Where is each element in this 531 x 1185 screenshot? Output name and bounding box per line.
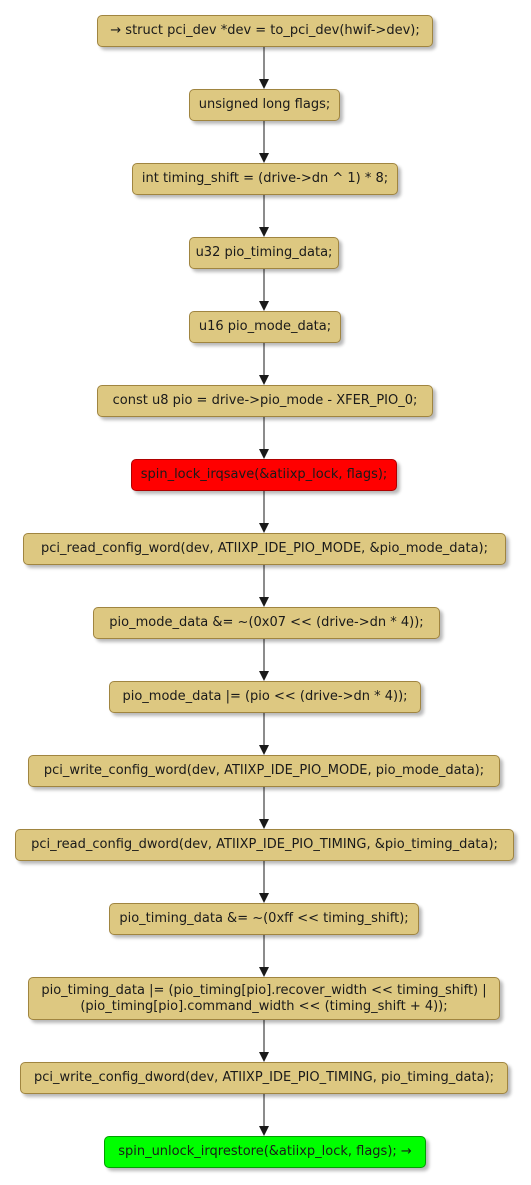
node-u32-pio-timing-data: u32 pio_timing_data;	[189, 237, 339, 269]
node-pci-read-config-dword: pci_read_config_dword(dev, ATIIXP_IDE_PI…	[15, 829, 514, 861]
node-pci-write-config-word: pci_write_config_word(dev, ATIIXP_IDE_PI…	[28, 755, 500, 787]
node-pio-mode-data-set: pio_mode_data |= (pio << (drive->dn * 4)…	[109, 681, 421, 713]
node-pio-mode-data-clear: pio_mode_data &= ~(0x07 << (drive->dn * …	[93, 607, 440, 639]
node-pio-timing-data-clear: pio_timing_data &= ~(0xff << timing_shif…	[109, 903, 419, 935]
node-const-u8-pio: const u8 pio = drive->pio_mode - XFER_PI…	[97, 385, 433, 417]
node-int-timing-shift: int timing_shift = (drive->dn ^ 1) * 8;	[132, 163, 398, 195]
node-struct-pci-dev: → struct pci_dev *dev = to_pci_dev(hwif-…	[97, 15, 433, 47]
node-u16-pio-mode-data: u16 pio_mode_data;	[189, 311, 341, 343]
node-pio-timing-data-set: pio_timing_data |= (pio_timing[pio].reco…	[28, 977, 500, 1020]
node-spin-lock-irqsave: spin_lock_irqsave(&atiixp_lock, flags);	[131, 459, 397, 491]
node-unsigned-long-flags: unsigned long flags;	[189, 89, 340, 121]
node-spin-unlock-irqrestore: spin_unlock_irqrestore(&atiixp_lock, fla…	[104, 1136, 426, 1168]
node-pci-read-config-word: pci_read_config_word(dev, ATIIXP_IDE_PIO…	[23, 533, 506, 565]
node-pci-write-config-dword: pci_write_config_dword(dev, ATIIXP_IDE_P…	[20, 1062, 508, 1094]
